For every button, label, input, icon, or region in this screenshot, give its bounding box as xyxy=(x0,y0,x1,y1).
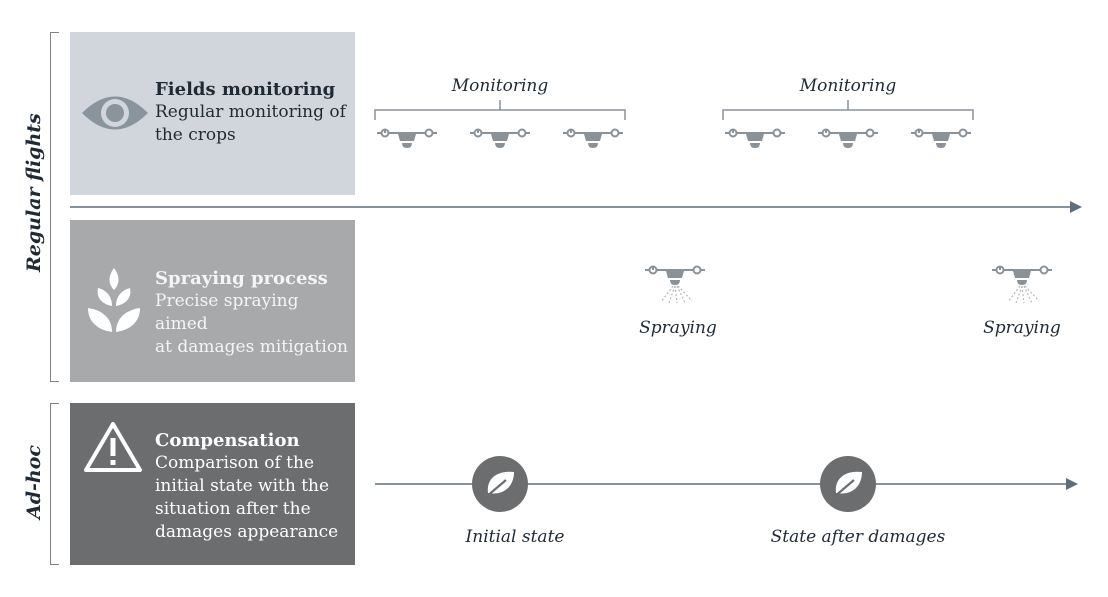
leaf-icon xyxy=(470,454,530,514)
compensation-desc-4: damages appearance xyxy=(155,522,339,542)
spraying-process-panel: Spraying process Precise spraying aimed … xyxy=(70,220,355,382)
spraying-label-2: Spraying xyxy=(983,318,1061,338)
fields-monitoring-panel: Fields monitoring Regular monitoring of … xyxy=(70,32,355,195)
monitoring-label-1: Monitoring xyxy=(451,76,549,96)
compensation-title: Compensation xyxy=(155,430,300,451)
eye-icon xyxy=(82,96,148,130)
spraying-drone-icon xyxy=(645,267,705,304)
compensation-desc-1: Comparison of the xyxy=(155,453,315,473)
spraying-label-1: Spraying xyxy=(639,318,717,338)
initial-state-label: Initial state xyxy=(465,527,565,547)
monitoring-label-2: Monitoring xyxy=(799,76,897,96)
damaged-leaf-icon xyxy=(818,454,878,514)
drone-icon xyxy=(469,128,531,149)
monitoring-brace-1 xyxy=(374,100,626,120)
drone-icon xyxy=(724,128,786,149)
drone-icon xyxy=(817,128,879,149)
spraying-drone-icon xyxy=(992,267,1052,304)
spraying-process-title: Spraying process xyxy=(155,268,328,289)
state-after-damages-label: State after damages xyxy=(770,527,946,547)
spraying-process-desc-2: at damages mitigation xyxy=(155,337,349,357)
fields-monitoring-desc-2: the crops xyxy=(155,125,236,145)
adhoc-bracket xyxy=(50,403,59,565)
regular-flights-bracket xyxy=(50,32,59,382)
drone-icon xyxy=(562,128,624,149)
wheat-icon xyxy=(88,268,140,332)
adhoc-timeline-arrowhead xyxy=(1066,478,1078,490)
monitoring-brace-2 xyxy=(722,100,974,120)
warning-icon xyxy=(84,422,142,472)
fields-monitoring-title: Fields monitoring xyxy=(155,79,336,100)
regular-timeline-arrowhead xyxy=(1070,201,1082,213)
drone-icon xyxy=(376,128,438,149)
compensation-desc-3: situation after the xyxy=(155,499,311,519)
spraying-process-desc-1: Precise spraying aimed xyxy=(155,291,299,334)
drone-icon xyxy=(910,128,972,149)
fields-monitoring-desc-1: Regular monitoring of xyxy=(155,102,346,122)
compensation-desc-2: initial state with the xyxy=(155,476,330,496)
compensation-panel: Compensation Comparison of the initial s… xyxy=(70,403,355,565)
